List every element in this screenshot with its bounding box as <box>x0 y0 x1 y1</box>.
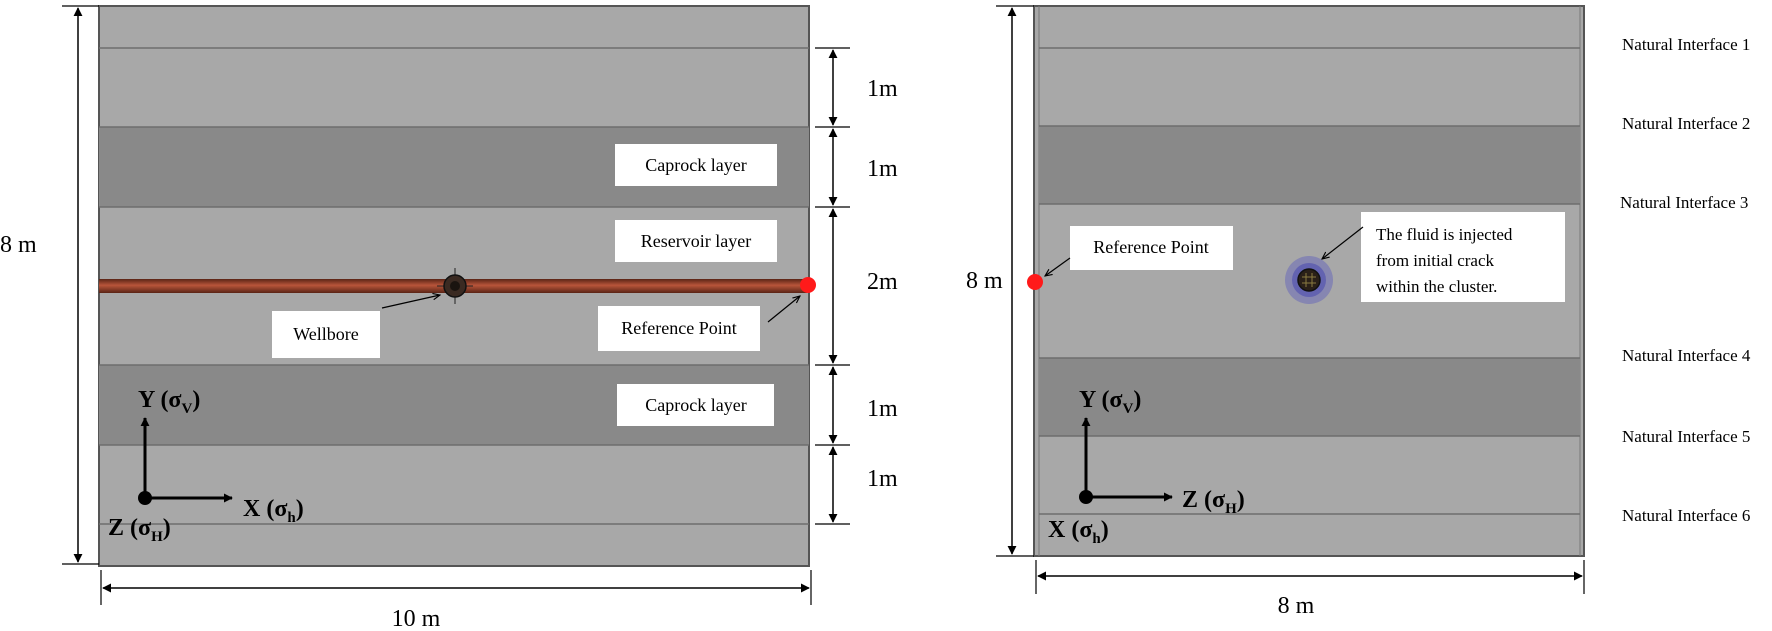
left-panel: Caprock layer Reservoir layer Caprock la… <box>0 5 898 631</box>
right-reference-label: Reference Point <box>1093 237 1208 257</box>
left-reference-label-box <box>598 306 760 351</box>
wellbore-pointer-arrow <box>381 295 440 309</box>
right-x-axis-label: X (σh) <box>1048 517 1109 547</box>
injection-note-line-3: within the cluster. <box>1376 277 1497 296</box>
thickness-label-4: 1m <box>867 396 898 422</box>
right-width-dimension <box>1035 560 1585 594</box>
left-width-dimension <box>100 570 812 605</box>
natural-interface-label-3: Natural Interface 3 <box>1620 193 1748 212</box>
left-height-label: 8 m <box>0 232 37 258</box>
right-layer-boundaries <box>1039 47 1580 515</box>
injection-cluster-icon <box>1285 256 1333 304</box>
right-caprock-top <box>1039 126 1580 204</box>
left-coordinate-axes <box>138 417 233 505</box>
left-z-axis-label: Z (σH) <box>108 515 171 545</box>
natural-interface-label-5: Natural Interface 5 <box>1622 427 1750 446</box>
right-panel: The fluid is injected from initial crack… <box>966 5 1751 619</box>
right-height-dimension <box>996 5 1034 557</box>
reservoir-label-box <box>615 220 777 262</box>
left-x-axis-label: X (σh) <box>243 496 304 526</box>
left-reference-pointer-arrow <box>767 296 800 323</box>
right-width-label: 8 m <box>1278 593 1315 619</box>
injection-pointer-arrow <box>1322 226 1364 259</box>
right-z-axis-label: Z (σH) <box>1182 487 1245 517</box>
right-reference-pointer-arrow <box>1045 257 1071 276</box>
natural-interface-label-4: Natural Interface 4 <box>1622 346 1751 365</box>
left-reference-point-marker <box>800 277 816 293</box>
perforation-cluster-icon <box>437 268 473 304</box>
right-reference-point-marker <box>1027 274 1043 290</box>
thickness-label-3: 2m <box>867 269 898 295</box>
left-reference-label: Reference Point <box>621 318 736 338</box>
wellbore-label-box <box>272 311 380 358</box>
injection-note-line-2: from initial crack <box>1376 251 1495 270</box>
caprock-bottom-label-box <box>617 384 774 426</box>
caprock-top-label-box <box>615 144 777 186</box>
natural-interface-label-6: Natural Interface 6 <box>1622 506 1750 525</box>
left-width-label: 10 m <box>392 606 441 631</box>
layer-thickness-dimensions <box>815 47 850 525</box>
caprock-bottom-label: Caprock layer <box>645 395 746 415</box>
natural-interface-label-1: Natural Interface 1 <box>1622 35 1750 54</box>
left-height-dimension <box>62 5 99 565</box>
thickness-label-5: 1m <box>867 466 898 492</box>
right-reference-label-box <box>1070 226 1233 270</box>
right-coordinate-axes <box>1079 417 1173 504</box>
thickness-label-1: 1m <box>867 76 898 102</box>
wellbore-label: Wellbore <box>293 324 359 344</box>
thickness-label-2: 1m <box>867 156 898 182</box>
reservoir-label: Reservoir layer <box>641 231 751 251</box>
right-y-axis-label: Y (σV) <box>1079 387 1141 417</box>
left-y-axis-label: Y (σV) <box>138 387 200 417</box>
caprock-top-label: Caprock layer <box>645 155 746 175</box>
injection-note-line-1: The fluid is injected <box>1376 225 1513 244</box>
right-caprock-bottom <box>1039 358 1580 436</box>
right-height-label: 8 m <box>966 268 1003 294</box>
natural-interface-label-2: Natural Interface 2 <box>1622 114 1750 133</box>
injection-note-box <box>1361 212 1565 302</box>
left-layer-boundaries <box>99 47 809 525</box>
